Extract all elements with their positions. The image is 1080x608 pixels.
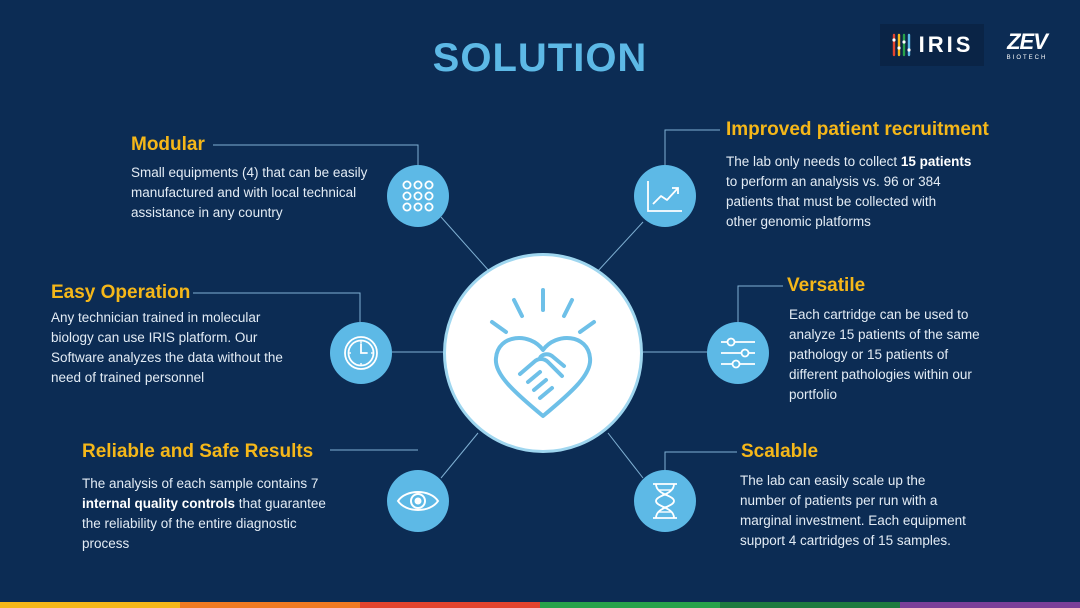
modular-line: Small equipments (4) that can be easily xyxy=(131,165,368,180)
scalable-line: marginal investment. Each equipment xyxy=(740,513,966,528)
bottom-bar-segment xyxy=(180,602,360,608)
reliable-results-description: The analysis of each sample contains 7 i… xyxy=(82,474,352,554)
improved-recruitment-heading: Improved patient recruitment xyxy=(726,119,989,140)
scalable-line: number of patients per run with a xyxy=(740,493,938,508)
iris-logo-text: IRIS xyxy=(918,32,974,57)
hourglass-dna-icon xyxy=(634,470,696,532)
modular-heading: Modular xyxy=(131,134,205,155)
improved-line-pre: The lab only needs to collect xyxy=(726,154,901,169)
connector-versatile xyxy=(737,285,783,322)
easy-line: Software analyzes the data without the xyxy=(51,350,283,365)
reliable-line: The analysis of each sample contains 7 xyxy=(82,476,319,491)
iris-logo-icon xyxy=(891,33,911,57)
sliders-icon xyxy=(707,322,769,384)
easy-operation-description: Any technician trained in molecular biol… xyxy=(51,308,321,388)
zev-logo-text: ZEV xyxy=(1007,29,1048,54)
easy-line: Any technician trained in molecular xyxy=(51,310,261,325)
bottom-color-bar xyxy=(0,602,1080,608)
connector-scalable-center xyxy=(607,432,644,479)
bottom-bar-segment xyxy=(0,602,180,608)
easy-operation-heading: Easy Operation xyxy=(51,282,191,303)
connector-improved xyxy=(664,129,720,165)
versatile-line: portfolio xyxy=(789,387,838,402)
clock-icon xyxy=(330,322,392,384)
reliable-bold-text: internal quality controls xyxy=(82,496,236,511)
versatile-heading: Versatile xyxy=(787,275,866,296)
scalable-description: The lab can easily scale up the number o… xyxy=(740,471,1010,551)
trend-chart-icon xyxy=(634,165,696,227)
versatile-line: Each cartridge can be used to xyxy=(789,307,969,322)
improved-line: The lab only needs to collect 15 patient… xyxy=(726,152,1016,172)
versatile-line: pathology or 15 patients of xyxy=(789,347,949,362)
improved-recruitment-description: The lab only needs to collect 15 patient… xyxy=(726,152,1016,232)
eye-icon xyxy=(387,470,449,532)
grid-dots-icon xyxy=(387,165,449,227)
zev-logo-subtext: BIOTECH xyxy=(1006,55,1048,61)
connector-modular-center xyxy=(440,216,491,273)
reliable-line: process xyxy=(82,536,130,551)
connector-modular xyxy=(213,144,419,165)
improved-line: other genomic platforms xyxy=(726,214,871,229)
improved-bold-text: 15 patients xyxy=(900,154,972,169)
scalable-line: The lab can easily scale up the xyxy=(740,473,926,488)
modular-line: assistance in any country xyxy=(131,205,283,220)
scalable-line: support 4 cartridges of 15 samples. xyxy=(740,533,951,548)
page-title: SOLUTION xyxy=(432,36,648,80)
versatile-line: analyze 15 patients of the same xyxy=(789,327,980,342)
zev-biotech-logo: ZEV BIOTECH xyxy=(998,29,1056,62)
modular-line: manufactured and with local technical xyxy=(131,185,357,200)
easy-line: need of trained personnel xyxy=(51,370,205,385)
versatile-line: different pathologies within our xyxy=(789,367,972,382)
bottom-bar-segment xyxy=(540,602,720,608)
heart-handshake-icon xyxy=(490,288,596,418)
reliable-line: internal quality controls that guarantee xyxy=(82,494,352,514)
connector-reliable-center xyxy=(440,432,479,479)
improved-line: patients that must be collected with xyxy=(726,194,937,209)
bottom-bar-segment xyxy=(720,602,900,608)
bottom-bar-segment xyxy=(900,602,1080,608)
reliable-results-heading: Reliable and Safe Results xyxy=(82,441,314,462)
iris-logo: IRIS xyxy=(880,24,984,66)
scalable-heading: Scalable xyxy=(741,441,819,462)
connector-scalable xyxy=(664,451,737,470)
improved-line: to perform an analysis vs. 96 or 384 xyxy=(726,174,941,189)
easy-line: biology can use IRIS platform. Our xyxy=(51,330,258,345)
reliable-line: the reliability of the entire diagnostic xyxy=(82,516,297,531)
versatile-description: Each cartridge can be used to analyze 15… xyxy=(789,305,1019,405)
connector-easy xyxy=(193,292,361,322)
center-circle xyxy=(443,253,643,453)
connector-improved-center xyxy=(596,221,644,273)
bottom-bar-segment xyxy=(360,602,540,608)
modular-description: Small equipments (4) that can be easily … xyxy=(131,163,401,223)
reliable-line-rest: that guarantee xyxy=(235,496,326,511)
